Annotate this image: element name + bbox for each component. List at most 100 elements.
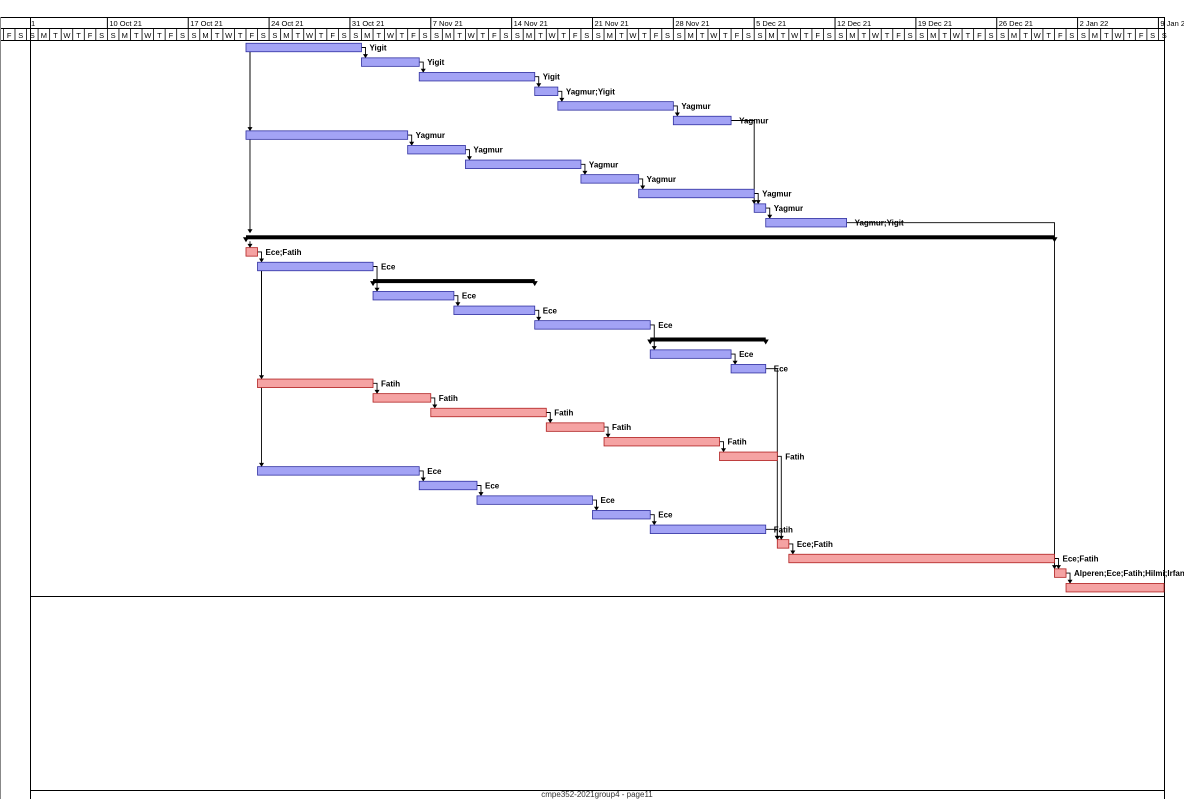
day-letter: T bbox=[377, 31, 382, 40]
day-letter: T bbox=[157, 31, 162, 40]
page-footer: cmpe352-2021group4 - page11 bbox=[541, 790, 653, 799]
dependency-line bbox=[373, 266, 378, 291]
resource-label: Yigit bbox=[369, 44, 386, 53]
week-label: 2 Jan 22 bbox=[1080, 19, 1109, 28]
resource-label: Ece bbox=[381, 263, 396, 272]
day-letter: F bbox=[977, 31, 982, 40]
resource-label: Yigit bbox=[427, 58, 444, 67]
resource-label: Yagmur bbox=[589, 160, 618, 169]
dependency-arrow bbox=[1051, 565, 1057, 570]
week-label: 24 Oct 21 bbox=[271, 19, 304, 28]
day-letter: T bbox=[804, 31, 809, 40]
day-letter: T bbox=[862, 31, 867, 40]
dependency-line bbox=[650, 324, 655, 350]
day-letter: W bbox=[872, 31, 880, 40]
day-letter: S bbox=[272, 31, 277, 40]
dependency-arrow bbox=[755, 200, 761, 205]
day-letter: W bbox=[63, 31, 71, 40]
day-letter: M bbox=[849, 31, 855, 40]
day-letter: W bbox=[953, 31, 961, 40]
day-letter: T bbox=[53, 31, 58, 40]
dependency-arrow bbox=[651, 521, 657, 526]
task-bar bbox=[753, 203, 767, 213]
resource-label: Yagmur bbox=[774, 204, 803, 213]
resource-label: Fatih bbox=[728, 438, 747, 447]
dependency-links bbox=[247, 47, 1073, 584]
task-bar bbox=[245, 42, 362, 53]
dependency-line bbox=[257, 251, 262, 262]
day-letter: M bbox=[688, 31, 694, 40]
dependency-line bbox=[373, 382, 378, 393]
day-letter: W bbox=[629, 31, 637, 40]
resource-label: Fatih bbox=[774, 525, 793, 534]
dependency-line bbox=[580, 163, 586, 174]
week-label: 21 Nov 21 bbox=[594, 19, 628, 28]
resource-label: Yagmur bbox=[647, 175, 676, 184]
resource-label: Yagmur bbox=[739, 117, 768, 126]
dependency-line bbox=[361, 47, 366, 58]
dependency-line bbox=[534, 76, 540, 87]
day-letter: T bbox=[1046, 31, 1051, 40]
task-bar bbox=[372, 393, 432, 403]
task-bar bbox=[638, 188, 755, 199]
week-label: 17 Oct 21 bbox=[190, 19, 223, 28]
day-letter: S bbox=[596, 31, 601, 40]
summary-bar bbox=[245, 235, 1055, 240]
resource-label: Yagmur bbox=[473, 146, 502, 155]
summary-end-marker bbox=[762, 339, 769, 345]
resource-label: Ece bbox=[600, 496, 615, 505]
dependency-line bbox=[638, 178, 644, 189]
resource-label: Yagmur;Yigit bbox=[855, 219, 904, 228]
task-bar bbox=[730, 364, 767, 374]
week-label: 5 Dec 21 bbox=[756, 19, 786, 28]
resource-label: Ece;Fatih bbox=[266, 248, 302, 257]
day-letter: T bbox=[76, 31, 81, 40]
day-letter: T bbox=[1104, 31, 1109, 40]
day-letter: S bbox=[1000, 31, 1005, 40]
dependency-arrow bbox=[767, 214, 773, 219]
resource-label: Fatih bbox=[381, 379, 400, 388]
day-letter: W bbox=[1114, 31, 1122, 40]
day-letter: T bbox=[885, 31, 890, 40]
day-letter: M bbox=[41, 31, 47, 40]
dependency-line bbox=[731, 353, 736, 364]
dependency-arrow bbox=[651, 346, 657, 351]
day-letter: M bbox=[1092, 31, 1098, 40]
dependency-arrow bbox=[640, 185, 646, 190]
resource-label: Fatih bbox=[439, 394, 458, 403]
task-bar bbox=[603, 437, 720, 447]
dependency-arrow bbox=[751, 200, 757, 205]
task-bar bbox=[361, 57, 420, 67]
dependency-line bbox=[476, 485, 482, 496]
day-letter: F bbox=[411, 31, 416, 40]
task-bar bbox=[453, 305, 536, 315]
day-letter: M bbox=[930, 31, 936, 40]
week-label: 31 Oct 21 bbox=[352, 19, 385, 28]
dependency-arrow bbox=[605, 433, 611, 438]
day-letter: T bbox=[238, 31, 243, 40]
day-letter: S bbox=[503, 31, 508, 40]
week-label: 14 Nov 21 bbox=[514, 19, 548, 28]
day-letter: T bbox=[723, 31, 728, 40]
day-letter: S bbox=[1069, 31, 1074, 40]
summary-end-marker bbox=[1051, 237, 1058, 243]
dependency-arrow bbox=[674, 112, 680, 117]
task-bar bbox=[719, 451, 778, 461]
day-letter: F bbox=[7, 31, 12, 40]
day-letter: S bbox=[99, 31, 104, 40]
day-letter: S bbox=[111, 31, 116, 40]
resource-label: Ece bbox=[543, 306, 558, 315]
task-bar bbox=[465, 159, 582, 169]
resource-label: Fatih bbox=[612, 423, 631, 432]
dependency-line bbox=[788, 543, 794, 554]
task-bars: YigitYigitYigitYagmur;YigitYagmurYagmurY… bbox=[242, 42, 1184, 593]
dependency-arrow bbox=[247, 243, 253, 248]
day-letter: S bbox=[515, 31, 520, 40]
task-bar bbox=[649, 524, 767, 534]
resource-label: Ece bbox=[658, 511, 673, 520]
day-letter: M bbox=[122, 31, 128, 40]
task-bar bbox=[765, 218, 847, 228]
dependency-arrow bbox=[1067, 579, 1073, 584]
